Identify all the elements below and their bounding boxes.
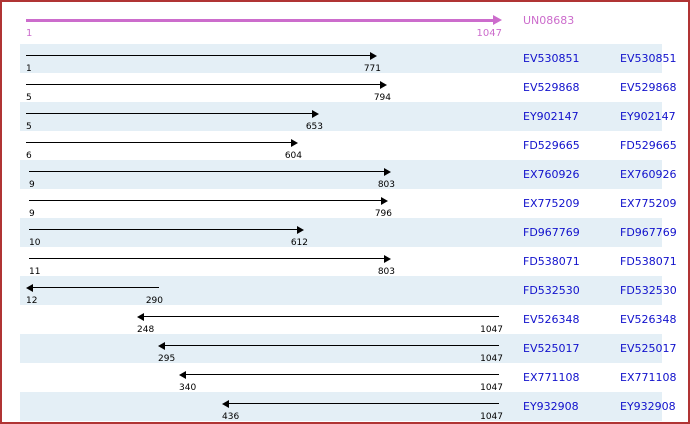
alignment-bar xyxy=(165,345,499,346)
row-start-coordinate: 10 xyxy=(29,238,41,248)
accession-link-primary[interactable]: EX771108 xyxy=(523,371,580,384)
row-end-coordinate: 612 xyxy=(290,238,308,248)
arrowhead-left-icon xyxy=(222,400,229,408)
alignment-bar xyxy=(144,316,499,317)
arrowhead-right-icon xyxy=(380,81,387,89)
accession-link-secondary[interactable]: EV530851 xyxy=(620,52,677,65)
row-band xyxy=(20,44,662,73)
alignment-bar xyxy=(26,142,291,143)
accession-link-primary[interactable]: FD532530 xyxy=(523,284,580,297)
row-end-coordinate: 604 xyxy=(284,151,302,161)
accession-link-primary[interactable]: EY902147 xyxy=(523,110,579,123)
alignment-bar xyxy=(186,374,499,375)
arrowhead-left-icon xyxy=(179,371,186,379)
row-end-coordinate: 794 xyxy=(373,93,391,103)
arrowhead-right-icon xyxy=(291,139,298,147)
row-end-coordinate: 1047 xyxy=(480,354,503,364)
alignment-bar xyxy=(26,113,312,114)
arrowhead-right-icon xyxy=(384,255,391,263)
row-end-coordinate: 803 xyxy=(377,180,395,190)
row-band xyxy=(20,160,662,189)
row-end-coordinate: 796 xyxy=(374,209,392,219)
row-start-coordinate: 12 xyxy=(26,296,38,306)
arrowhead-right-icon xyxy=(384,168,391,176)
accession-link-secondary[interactable]: EV529868 xyxy=(620,81,677,94)
row-end-coordinate: 1047 xyxy=(480,383,503,393)
accession-link-secondary[interactable]: EX760926 xyxy=(620,168,677,181)
row-band xyxy=(20,218,662,247)
query-accession-label: UN08683 xyxy=(523,14,575,27)
accession-link-primary[interactable]: EV525017 xyxy=(523,342,580,355)
accession-link-primary[interactable]: FD967769 xyxy=(523,226,580,239)
arrowhead-right-icon xyxy=(370,52,377,60)
row-end-coordinate: 653 xyxy=(305,122,323,132)
arrowhead-right-icon xyxy=(312,110,319,118)
query-start-coordinate: 1 xyxy=(26,28,33,39)
accession-link-primary[interactable]: FD538071 xyxy=(523,255,580,268)
row-band xyxy=(20,392,662,421)
row-band xyxy=(20,334,662,363)
row-start-coordinate: 6 xyxy=(26,151,32,161)
row-band xyxy=(20,102,662,131)
row-end-coordinate: 803 xyxy=(377,267,395,277)
row-start-coordinate: 5 xyxy=(26,122,32,132)
arrowhead-right-icon xyxy=(381,197,388,205)
arrowhead-right-icon xyxy=(297,226,304,234)
row-end-coordinate: 290 xyxy=(145,296,163,306)
accession-link-primary[interactable]: EX775209 xyxy=(523,197,580,210)
row-end-coordinate: 1047 xyxy=(480,325,503,335)
arrowhead-left-icon xyxy=(137,313,144,321)
row-start-coordinate: 295 xyxy=(158,354,176,364)
row-start-coordinate: 9 xyxy=(29,180,35,190)
accession-link-secondary[interactable]: EY932908 xyxy=(620,400,676,413)
accession-link-secondary[interactable]: EX775209 xyxy=(620,197,677,210)
accession-link-secondary[interactable]: FD532530 xyxy=(620,284,677,297)
accession-link-secondary[interactable]: FD538071 xyxy=(620,255,677,268)
row-start-coordinate: 436 xyxy=(222,412,240,422)
alignment-bar xyxy=(29,171,384,172)
accession-link-secondary[interactable]: EV525017 xyxy=(620,342,677,355)
alignment-bar xyxy=(229,403,499,404)
accession-link-primary[interactable]: EV529868 xyxy=(523,81,580,94)
row-end-coordinate: 1047 xyxy=(480,412,503,422)
row-start-coordinate: 248 xyxy=(137,325,155,335)
row-band xyxy=(20,276,662,305)
alignment-bar xyxy=(29,200,381,201)
alignment-bar xyxy=(29,229,297,230)
row-start-coordinate: 9 xyxy=(29,209,35,219)
alignment-bar xyxy=(26,55,370,56)
row-start-coordinate: 1 xyxy=(26,64,32,74)
query-track-line xyxy=(26,19,494,22)
row-start-coordinate: 11 xyxy=(29,267,41,277)
accession-link-primary[interactable]: EX760926 xyxy=(523,168,580,181)
arrowhead-left-icon xyxy=(158,342,165,350)
accession-link-secondary[interactable]: FD967769 xyxy=(620,226,677,239)
accession-link-primary[interactable]: EV530851 xyxy=(523,52,580,65)
alignment-bar xyxy=(26,84,380,85)
accession-link-secondary[interactable]: EY902147 xyxy=(620,110,676,123)
accession-link-primary[interactable]: FD529665 xyxy=(523,139,580,152)
arrowhead-left-icon xyxy=(26,284,33,292)
query-arrowhead-icon xyxy=(493,15,502,25)
row-start-coordinate: 340 xyxy=(179,383,197,393)
accession-link-secondary[interactable]: EV526348 xyxy=(620,313,677,326)
accession-link-primary[interactable]: EV526348 xyxy=(523,313,580,326)
alignment-bar xyxy=(33,287,159,288)
accession-link-primary[interactable]: EY932908 xyxy=(523,400,579,413)
accession-link-secondary[interactable]: FD529665 xyxy=(620,139,677,152)
accession-link-secondary[interactable]: EX771108 xyxy=(620,371,677,384)
row-end-coordinate: 771 xyxy=(363,64,381,74)
alignment-bar xyxy=(29,258,384,259)
query-end-coordinate: 1047 xyxy=(476,28,502,39)
row-start-coordinate: 5 xyxy=(26,93,32,103)
